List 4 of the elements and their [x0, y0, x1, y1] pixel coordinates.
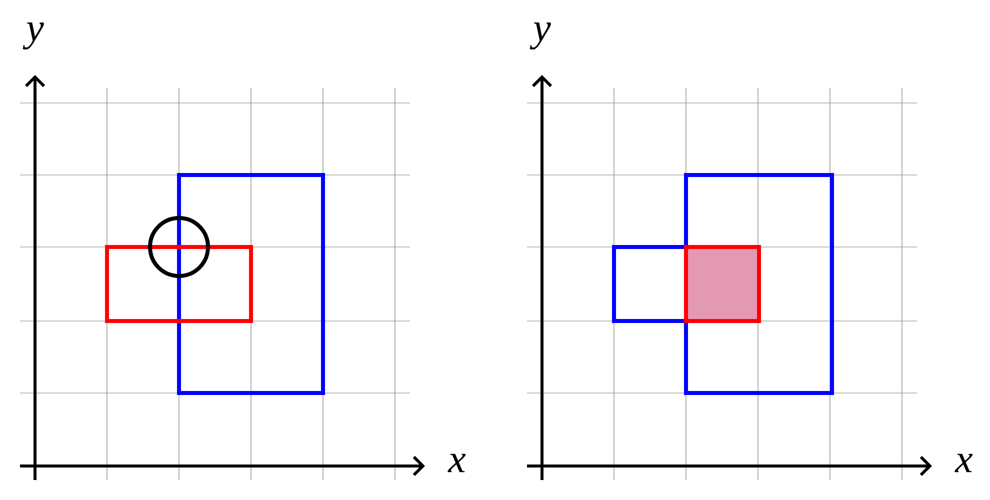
axis-label: x	[448, 454, 466, 472]
axis-label: x	[954, 454, 973, 472]
axis-label: y	[22, 22, 44, 50]
axis-label: y	[530, 22, 551, 50]
